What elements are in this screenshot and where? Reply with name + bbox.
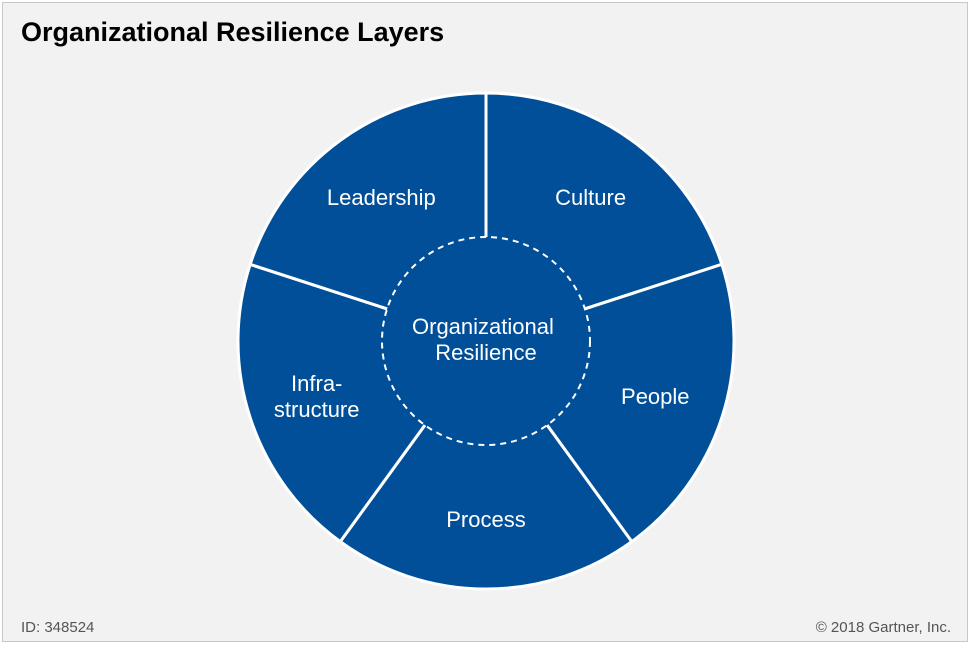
core-dashed-circle (381, 236, 591, 446)
core-label: Organizational Resilience (412, 314, 560, 365)
page-title: Organizational Resilience Layers (21, 17, 445, 47)
segment-label-infrastructure-line-2: structure (274, 397, 360, 422)
segment-label-culture: Culture (555, 185, 626, 210)
figure-id: ID: 348524 (21, 619, 95, 636)
segment-label-people-line-1: People (621, 384, 690, 409)
copyright-notice: © 2018 Gartner, Inc. (815, 619, 951, 636)
segment-label-infrastructure: Infra-structure (274, 371, 360, 422)
segment-label-process: Process (446, 507, 525, 532)
segment-label-culture-line-1: Culture (555, 185, 626, 210)
core-disc (382, 237, 590, 445)
segment-label-people: People (621, 384, 690, 409)
segments-group (236, 91, 736, 591)
core-label-line-1: Organizational (412, 314, 554, 339)
segment-label-leadership: Leadership (327, 185, 436, 210)
segment-process (338, 339, 634, 591)
segment-label-leadership-line-1: Leadership (327, 185, 436, 210)
core-label-line-2: Resilience (435, 340, 537, 365)
segment-label-process-line-1: Process (446, 507, 525, 532)
segment-label-infrastructure-line-1: Infra- (291, 371, 342, 396)
